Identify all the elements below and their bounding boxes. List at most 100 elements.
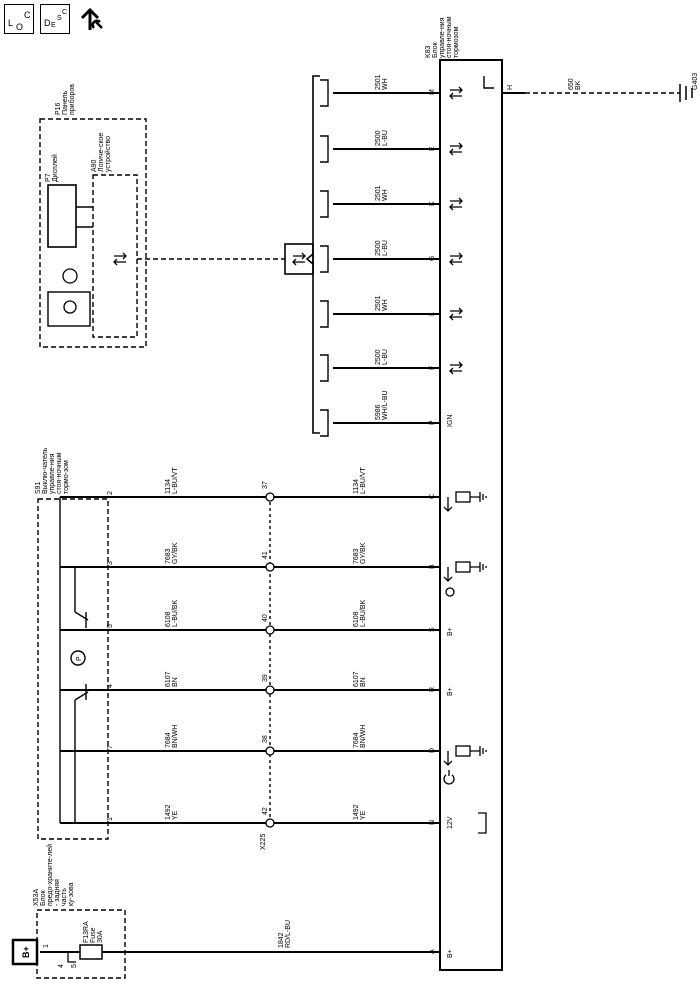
wire-number-2: 1134: [353, 479, 360, 494]
x225-pin-number: 39: [262, 674, 269, 682]
x53a-label-line: часть: [61, 888, 68, 906]
x225-pin-number: 37: [262, 481, 269, 489]
k83-pin-N: N: [429, 820, 436, 825]
x53a-label-line: - задняя: [54, 879, 61, 906]
wire-color: L-BU: [382, 240, 389, 256]
k83-pin-P: P: [429, 420, 436, 425]
wire-color-2: BN/WH: [360, 725, 367, 748]
s91-pin: 5: [107, 624, 114, 628]
p7-label-line: Дисплей: [51, 154, 59, 182]
wire-color-2: GY/BK: [360, 542, 367, 564]
k83-label-line: стоя-ночным: [446, 16, 453, 58]
x225-pin-mark: [265, 746, 275, 756]
k83-pin-C: C: [429, 494, 436, 499]
description-button[interactable]: D E S C: [40, 4, 70, 34]
wire-color: YE: [172, 810, 179, 820]
wire-color-2: YE: [360, 810, 367, 820]
k83-data-arrow-icon: [449, 361, 463, 375]
x225-pin-mark: [265, 562, 275, 572]
wire-color: GY/BK: [172, 542, 179, 564]
x225-pin-mark: [265, 625, 275, 635]
desc-letter-4: C: [62, 9, 68, 16]
wire-number: 7683: [165, 548, 172, 564]
location-button[interactable]: L O C: [4, 4, 34, 34]
k83-pin-E: E: [429, 146, 436, 151]
s91-pin: 7: [107, 745, 114, 749]
k83-label-line: управле-ния: [439, 17, 446, 58]
x53a-outline: [36, 909, 126, 979]
fuse-pin-1: 1: [43, 944, 50, 948]
k83-pin-F: F: [429, 366, 436, 370]
k83-data-arrow-icon: [449, 307, 463, 321]
wire-color-2: L-BU/BK: [360, 599, 367, 627]
park-switch-icon: [70, 650, 86, 666]
a90-label-line: Логиче-ское: [98, 133, 105, 172]
wire-number: 6108: [165, 611, 172, 627]
loc-letter-3: C: [24, 10, 31, 20]
x225-pin-number: 40: [262, 614, 269, 622]
x225-pin-number: 38: [262, 735, 269, 743]
wire-color: L-BU: [382, 349, 389, 365]
p16-lamp-box: [47, 291, 91, 327]
k83-label-line: тормозом: [453, 26, 460, 58]
p7-display: [47, 184, 77, 248]
x225-label: X225: [260, 834, 267, 850]
x225-pin-number: 42: [262, 807, 269, 815]
wire-number: 7684: [165, 732, 172, 748]
s91-label-line: управле-ния: [49, 453, 56, 494]
k83-sense-ground-icon: [443, 745, 487, 766]
wire-number: 2500: [375, 240, 382, 256]
fuse-pin-5: 5: [71, 964, 78, 968]
x225-pin-mark: [265, 818, 275, 828]
wire-number: 2501: [375, 74, 382, 90]
desc-letter-3: S: [57, 15, 62, 22]
supply-wire-color: RD/L-BU: [285, 920, 292, 948]
s91-outline: [37, 498, 109, 840]
ign-label: IGN: [447, 415, 454, 427]
k83-sense-ground-icon: [443, 491, 487, 512]
k83-data-arrow-icon: [449, 252, 463, 266]
s91-pin: 1: [107, 817, 114, 821]
ground-wire-color: BK: [575, 80, 582, 90]
s91-pin: 4: [107, 684, 114, 688]
p16-label-line: Панель: [62, 90, 69, 115]
p7-label-line: P7: [45, 173, 52, 182]
wire-number: 2501: [375, 295, 382, 311]
wire-number: 1492: [165, 804, 172, 820]
wire-color: L-BU/VT: [172, 466, 179, 494]
k83-pin-G: G: [429, 256, 436, 261]
s91-label-line: тормо-зом: [63, 460, 70, 494]
a90-label-line: устройство: [104, 136, 112, 172]
x53a-label-line: Блок: [40, 889, 47, 906]
battery-source-label: B+: [21, 946, 31, 958]
k83-data-arrow-icon: [449, 86, 463, 100]
wire-number-2: 7683: [353, 548, 360, 564]
wire-number-2: 6108: [353, 611, 360, 627]
k83-pin-A: A: [429, 949, 436, 954]
ground-g403-label: G403: [692, 73, 699, 90]
k83-pin-D: D: [429, 748, 436, 753]
p16-label-line: приборов: [68, 84, 76, 115]
repair-tools-icon[interactable]: [76, 4, 106, 34]
s91-label-line: стоя-ночным: [56, 452, 63, 494]
fuse-label-line: Fuse: [90, 927, 97, 943]
park-switch-letter: P: [76, 656, 83, 661]
component-bodies: [47, 59, 503, 971]
s91-pin: 3: [107, 561, 114, 565]
wire-color: WH: [382, 299, 389, 311]
wire-color: L-BU/BK: [172, 599, 179, 627]
ground-switch-icon: [483, 76, 494, 89]
x53a-label-line: X53A: [33, 889, 40, 906]
a90-outline: [92, 174, 138, 338]
wire-color: WH: [382, 78, 389, 90]
wire-number: 1134: [165, 479, 172, 494]
k83-pin-label: B+: [447, 627, 454, 636]
x225-pin-mark: [265, 685, 275, 695]
k83-pin-A-label: B+: [447, 949, 454, 958]
fuse-icon: [79, 944, 103, 960]
